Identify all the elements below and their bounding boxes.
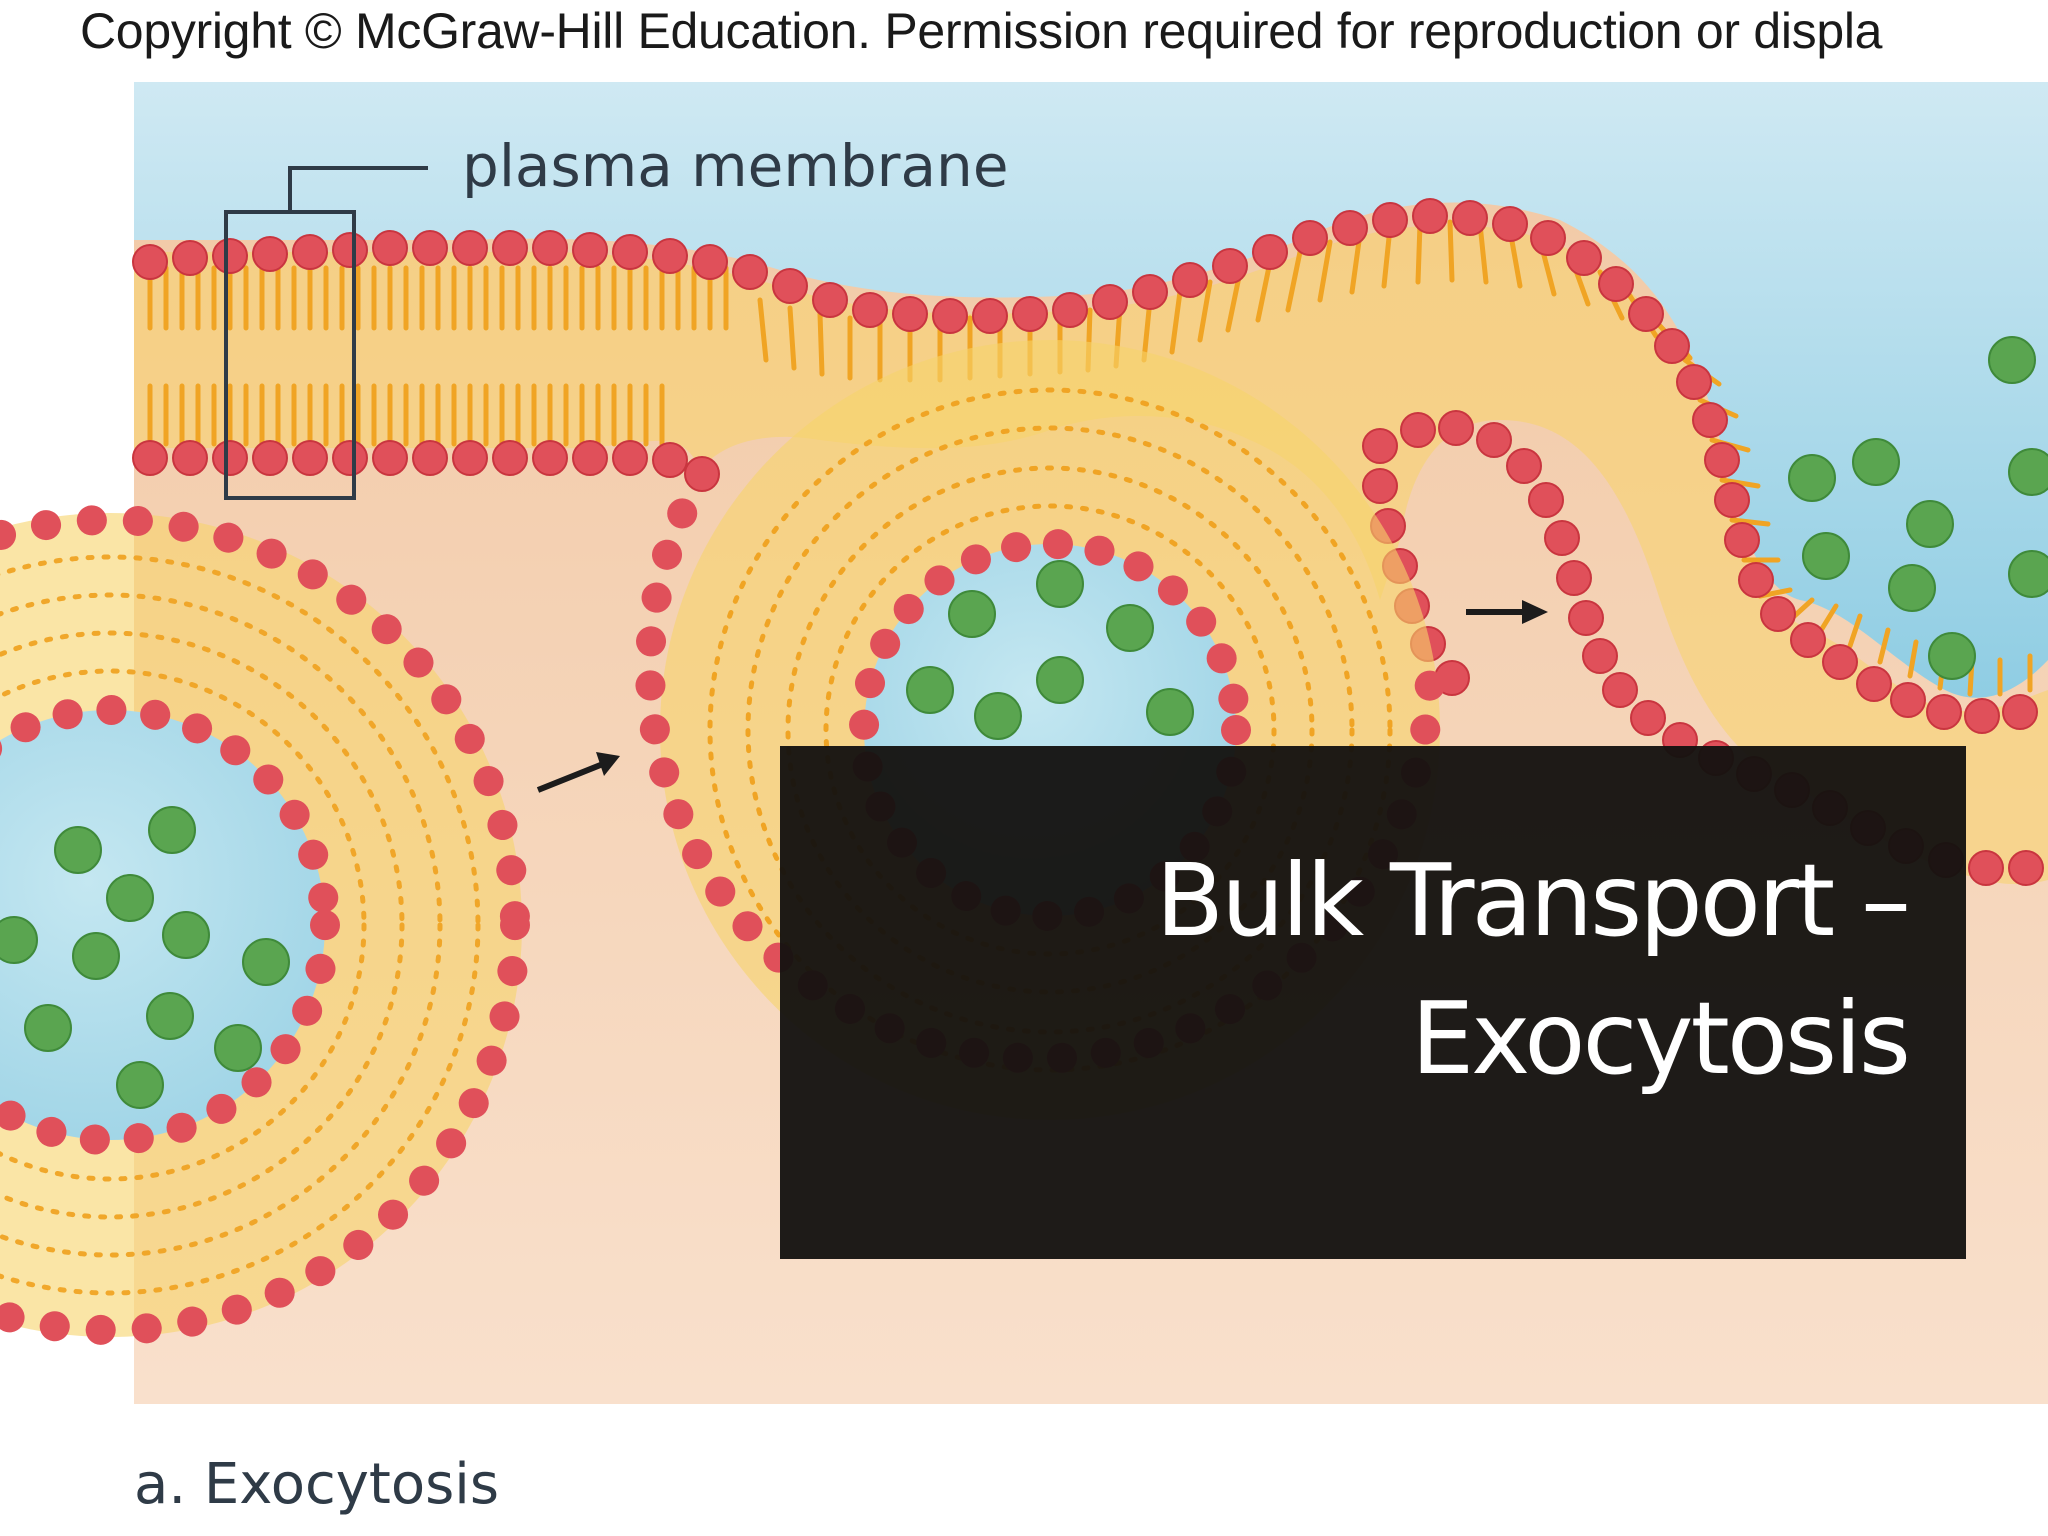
slide-title: Bulk Transport – Exocytosis	[1155, 832, 1911, 1108]
slide-title-line-1: Bulk Transport –	[1155, 842, 1911, 959]
copyright-notice: Copyright © McGraw-Hill Education. Permi…	[80, 3, 1883, 59]
title-box: Bulk Transport – Exocytosis	[780, 746, 1966, 1259]
secretory-vesicle-left	[0, 505, 530, 1345]
membrane-bracket	[224, 166, 428, 500]
cargo-molecules	[0, 806, 290, 1109]
plasma-membrane-label: plasma membrane	[462, 132, 1009, 200]
released-cargo	[1788, 336, 2048, 680]
extracellular-space	[134, 82, 2048, 698]
diagram-caption: a. Exocytosis	[134, 1452, 500, 1517]
slide-title-line-2: Exocytosis	[1410, 980, 1911, 1097]
arrow-icon	[1466, 600, 1548, 624]
cargo-molecules	[906, 560, 1194, 740]
arrow-icon	[536, 752, 620, 793]
